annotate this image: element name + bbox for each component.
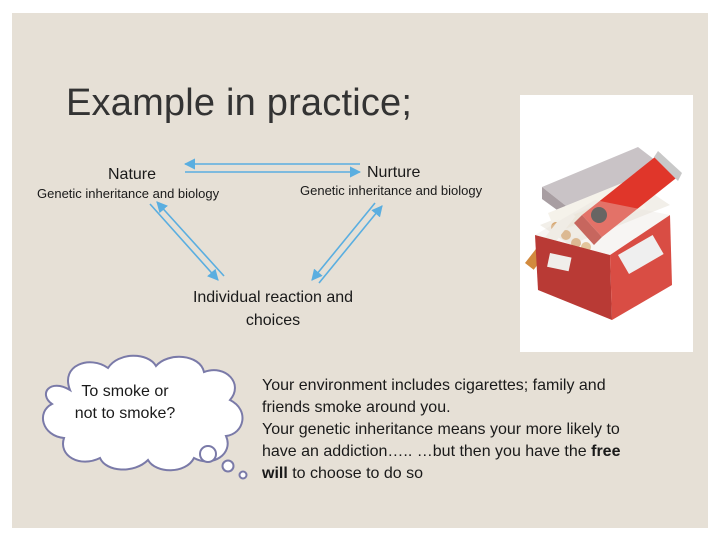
reaction-line-2: choices — [245, 312, 301, 329]
nature-reaction-arrow-a — [149, 203, 219, 281]
will-word: will — [262, 465, 288, 482]
nurture-reaction-arrow-b — [318, 205, 383, 284]
slide-title: Example in practice; — [66, 82, 413, 124]
nurture-subtitle: Genetic inheritance and biology — [300, 183, 483, 198]
thought-line-2: not to smoke? — [74, 405, 176, 422]
reaction-label: Individual reaction and choices — [173, 286, 373, 332]
nurture-reaction-arrow-a — [311, 202, 376, 281]
nature-label: Nature — [108, 166, 157, 183]
paragraph-line-1: Your environment includes cigarettes; fa… — [262, 377, 606, 394]
paragraph-line-4: have an addiction….. …but then you have … — [262, 441, 692, 463]
paragraph-line-3: Your genetic inheritance means your more… — [262, 421, 620, 438]
paragraph-line-4-text: have an addiction….. …but then you have … — [262, 443, 587, 460]
paragraph-line-2: friends smoke around you. — [262, 399, 451, 416]
cigarette-pack-image — [520, 95, 693, 352]
nature-reaction-arrow-b — [156, 201, 225, 277]
thought-line-1: To smoke or — [81, 383, 169, 400]
free-word: free — [591, 443, 621, 460]
paragraph-line-5: will to choose to do so — [262, 463, 692, 485]
thought-cloud — [42, 354, 248, 480]
paragraph-line-5-text: to choose to do so — [292, 465, 423, 482]
reaction-line-1: Individual reaction and — [192, 289, 354, 306]
thought-text: To smoke or not to smoke? — [55, 381, 195, 425]
nurture-label: Nurture — [367, 164, 421, 181]
nature-subtitle: Genetic inheritance and biology — [37, 186, 220, 201]
explanation-paragraph: Your environment includes cigarettes; fa… — [262, 375, 692, 485]
